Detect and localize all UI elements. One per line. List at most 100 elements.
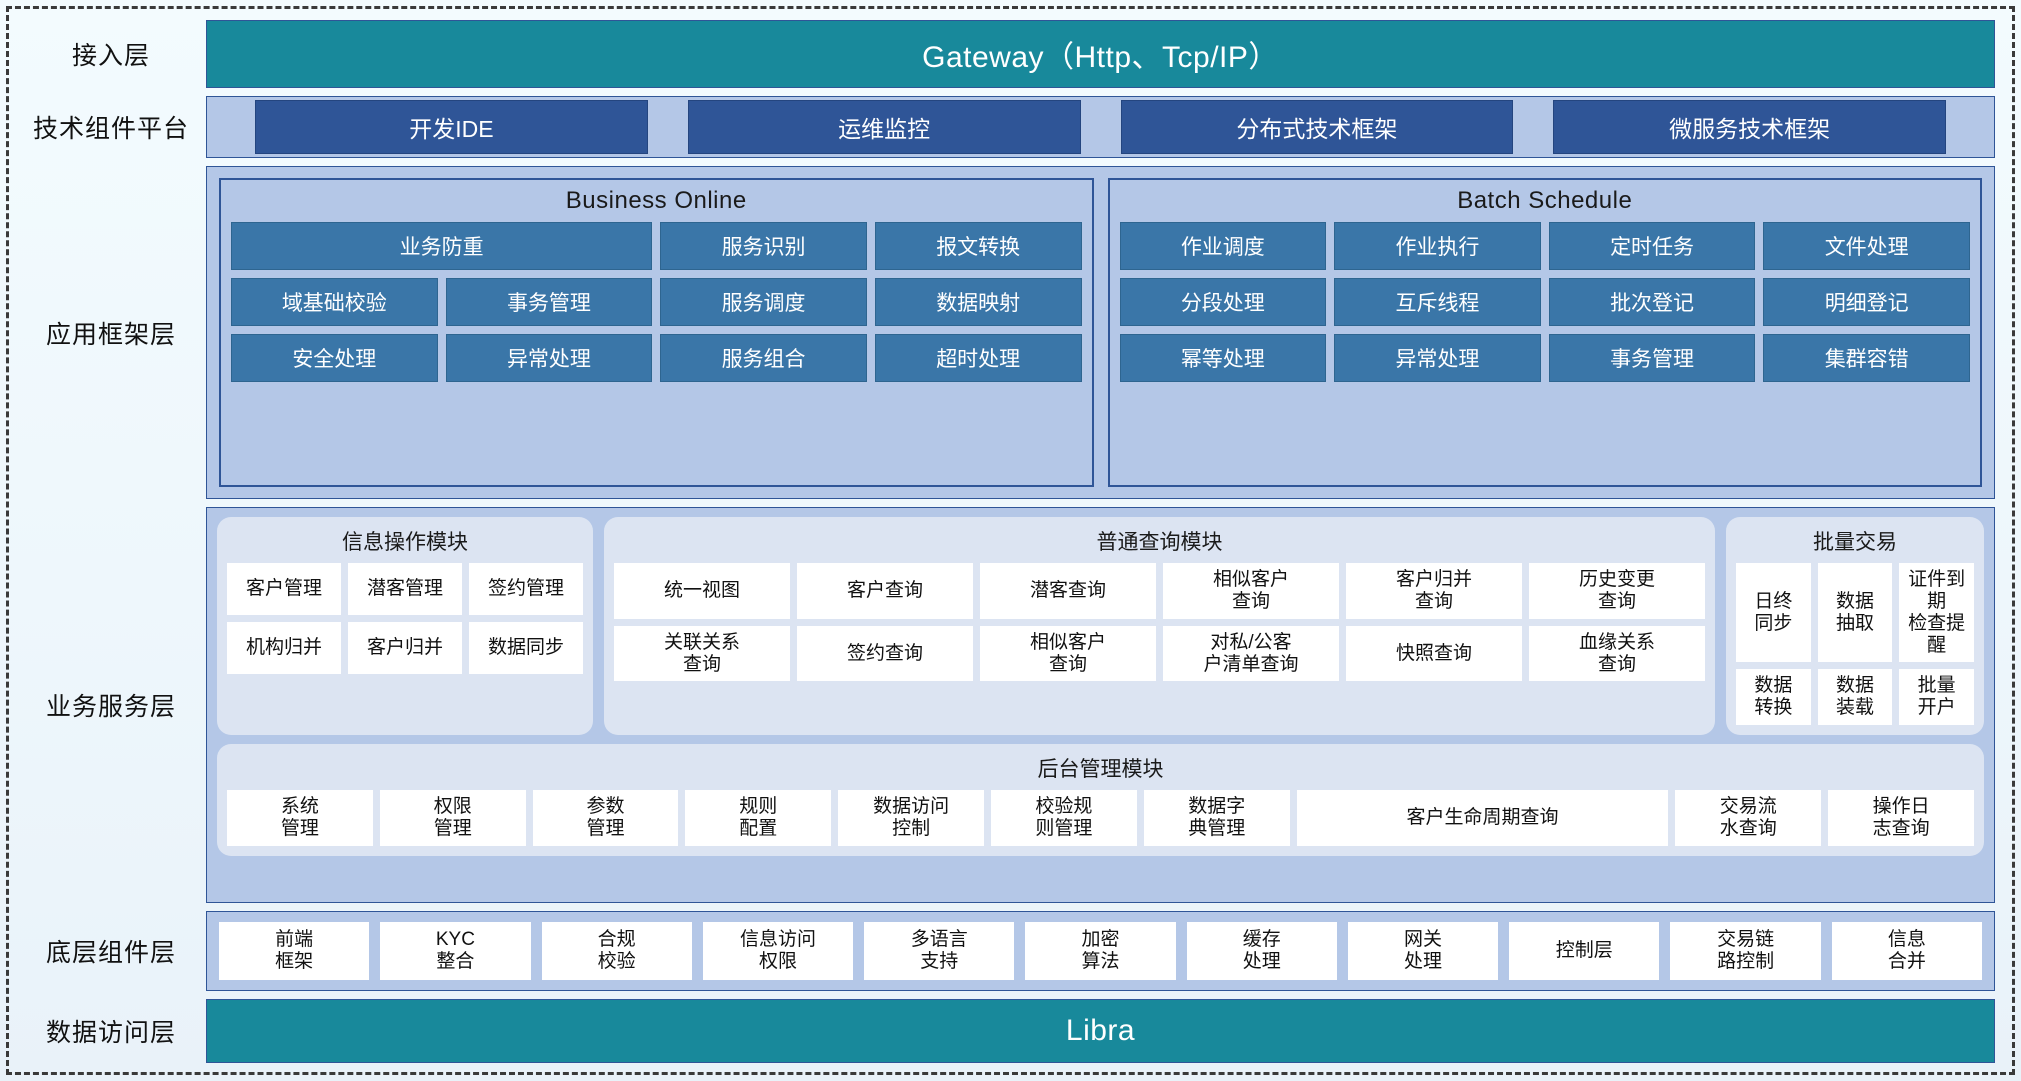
info-tile-1[interactable]: 潜客管理 <box>348 563 462 615</box>
bo-chip-7[interactable]: 安全处理 <box>231 334 438 382</box>
base-tile-6[interactable]: 缓存 处理 <box>1186 922 1337 980</box>
app-group-business-online: Business Online 业务防重 服务识别 报文转换 域基础校验 事务管… <box>219 178 1094 487</box>
info-tile-3[interactable]: 机构归并 <box>227 622 341 674</box>
batch-tile-3[interactable]: 数据 转换 <box>1736 669 1811 726</box>
bs-chip-3[interactable]: 文件处理 <box>1763 222 1970 270</box>
batch-tile-4[interactable]: 数据 装载 <box>1817 669 1893 726</box>
tech-platform-panel: 开发IDE 运维监控 分布式技术框架 微服务技术框架 <box>206 96 1995 158</box>
base-tile-10[interactable]: 信息 合并 <box>1831 922 1982 980</box>
bs-chip-2[interactable]: 定时任务 <box>1548 222 1756 270</box>
bs-chip-7[interactable]: 明细登记 <box>1763 278 1970 326</box>
query-tile-6[interactable]: 关联关系 查询 <box>614 625 790 682</box>
admin-tile-7[interactable]: 客户生命周期查询 <box>1296 790 1669 846</box>
bo-chip-9[interactable]: 服务组合 <box>660 334 867 382</box>
card-info-ops: 信息操作模块 客户管理 潜客管理 签约管理 机构归并 客户归并 数据同步 <box>217 517 593 736</box>
bo-chip-8[interactable]: 异常处理 <box>445 334 653 382</box>
base-tile-0[interactable]: 前端 框架 <box>219 922 370 980</box>
bs-chip-5[interactable]: 互斥线程 <box>1334 278 1541 326</box>
admin-tile-9[interactable]: 操作日 志查询 <box>1828 790 1974 846</box>
base-tile-8[interactable]: 控制层 <box>1509 922 1660 980</box>
tech-chip-microservice-framework[interactable]: 微服务技术框架 <box>1553 100 1946 154</box>
batch-tile-1[interactable]: 数据 抽取 <box>1817 563 1893 663</box>
libra-bar[interactable]: Libra <box>206 999 1995 1063</box>
card-common-query: 普通查询模块 统一视图 客户查询 潜客查询 相似客户 查询 客户归并 查询 历史… <box>604 517 1715 736</box>
bo-chip-0[interactable]: 业务防重 <box>231 222 653 270</box>
base-tile-5[interactable]: 加密 算法 <box>1025 922 1176 980</box>
info-tile-0[interactable]: 客户管理 <box>227 563 341 615</box>
admin-tile-4[interactable]: 数据访问 控制 <box>838 790 984 846</box>
admin-tile-1[interactable]: 权限 管理 <box>379 790 526 846</box>
card-title-common-query: 普通查询模块 <box>1096 531 1223 554</box>
admin-tile-6[interactable]: 数据字 典管理 <box>1143 790 1290 846</box>
query-tile-3[interactable]: 相似客户 查询 <box>1163 563 1339 619</box>
bs-chip-9[interactable]: 异常处理 <box>1334 334 1541 382</box>
batch-tile-2[interactable]: 证件到期 检查提醒 <box>1899 563 1974 663</box>
layer-label-business-service: 业务服务层 <box>45 693 176 721</box>
gateway-bar[interactable]: Gateway（Http、Tcp/IP） <box>206 20 1995 88</box>
admin-tile-0[interactable]: 系统 管理 <box>227 790 373 846</box>
layer-label-base-component: 底层组件层 <box>45 939 176 967</box>
card-title-batch-trade: 批量交易 <box>1813 531 1897 554</box>
app-group-title-batch-schedule: Batch Schedule <box>1457 187 1633 214</box>
bo-chip-1[interactable]: 服务识别 <box>660 222 867 270</box>
tech-chip-ide[interactable]: 开发IDE <box>255 100 648 154</box>
bo-chip-6[interactable]: 数据映射 <box>874 278 1082 326</box>
bo-chip-2[interactable]: 报文转换 <box>874 222 1082 270</box>
query-tile-7[interactable]: 签约查询 <box>797 625 973 682</box>
query-tile-10[interactable]: 快照查询 <box>1346 625 1522 682</box>
batch-trade-grid: 日终 同步 数据 抽取 证件到期 检查提醒 数据 转换 数据 装载 批量 开户 <box>1736 563 1974 726</box>
info-tile-5[interactable]: 数据同步 <box>469 622 583 674</box>
admin-tile-3[interactable]: 规则 配置 <box>685 790 832 846</box>
backend-admin-grid: 系统 管理 权限 管理 参数 管理 规则 配置 数据访问 控制 校验规 则管理 … <box>227 790 1974 846</box>
layer-app-framework: 应用框架层 Business Online 业务防重 服务识别 报文转换 域基础… <box>16 166 1995 499</box>
tech-chip-ops-monitor[interactable]: 运维监控 <box>687 100 1081 154</box>
bs-chip-6[interactable]: 批次登记 <box>1548 278 1756 326</box>
bs-chip-1[interactable]: 作业执行 <box>1334 222 1541 270</box>
bs-chip-4[interactable]: 分段处理 <box>1119 278 1327 326</box>
query-tile-5[interactable]: 历史变更 查询 <box>1529 563 1705 619</box>
layer-label-access: 接入层 <box>71 42 150 70</box>
card-batch-trade: 批量交易 日终 同步 数据 抽取 证件到期 检查提醒 数据 转换 数据 装载 批… <box>1726 517 1984 736</box>
query-tile-0[interactable]: 统一视图 <box>614 563 790 619</box>
layer-label-data-access: 数据访问层 <box>45 1019 176 1047</box>
business-service-panel: 信息操作模块 客户管理 潜客管理 签约管理 机构归并 客户归并 数据同步 <box>206 507 1995 903</box>
batch-tile-5[interactable]: 批量 开户 <box>1899 669 1974 726</box>
base-tile-3[interactable]: 信息访问 权限 <box>702 922 854 980</box>
card-title-info-ops: 信息操作模块 <box>342 531 468 554</box>
layer-body-access: Gateway（Http、Tcp/IP） <box>206 20 1995 88</box>
info-tile-4[interactable]: 客户归并 <box>348 622 462 674</box>
layer-business-service: 业务服务层 信息操作模块 客户管理 潜客管理 签约管理 机构归并 客户归 <box>16 507 1995 903</box>
base-tile-1[interactable]: KYC 整合 <box>380 922 531 980</box>
admin-tile-2[interactable]: 参数 管理 <box>532 790 679 846</box>
base-tile-7[interactable]: 网关 处理 <box>1347 922 1499 980</box>
layer-body-base-component: 前端 框架 KYC 整合 合规 校验 信息访问 权限 多语言 支持 加密 算法 … <box>206 911 1995 991</box>
app-group-title-business-online: Business Online <box>565 187 747 214</box>
bs-chip-11[interactable]: 集群容错 <box>1763 334 1970 382</box>
batch-tile-0[interactable]: 日终 同步 <box>1736 563 1811 663</box>
bo-chip-4[interactable]: 事务管理 <box>445 278 653 326</box>
base-tile-2[interactable]: 合规 校验 <box>541 922 692 980</box>
base-tile-4[interactable]: 多语言 支持 <box>864 922 1015 980</box>
layer-body-tech-platform: 开发IDE 运维监控 分布式技术框架 微服务技术框架 <box>206 96 1995 158</box>
bo-chip-10[interactable]: 超时处理 <box>874 334 1082 382</box>
admin-tile-8[interactable]: 交易流 水查询 <box>1675 790 1822 846</box>
bo-chip-3[interactable]: 域基础校验 <box>231 278 438 326</box>
base-tile-9[interactable]: 交易链 路控制 <box>1670 922 1821 980</box>
query-tile-8[interactable]: 相似客户 查询 <box>980 625 1156 682</box>
layer-data-access: 数据访问层 Libra <box>16 999 1995 1063</box>
bs-chip-0[interactable]: 作业调度 <box>1119 222 1327 270</box>
query-tile-2[interactable]: 潜客查询 <box>980 563 1156 619</box>
info-tile-2[interactable]: 签约管理 <box>469 563 583 615</box>
bo-chip-5[interactable]: 服务调度 <box>660 278 867 326</box>
query-tile-1[interactable]: 客户查询 <box>797 563 973 619</box>
query-tile-9[interactable]: 对私/公客 户清单查询 <box>1163 625 1339 682</box>
bs-chip-10[interactable]: 事务管理 <box>1548 334 1756 382</box>
tech-chip-distributed-framework[interactable]: 分布式技术框架 <box>1120 100 1514 154</box>
layer-body-app-framework: Business Online 业务防重 服务识别 报文转换 域基础校验 事务管… <box>206 166 1995 499</box>
admin-tile-5[interactable]: 校验规 则管理 <box>991 790 1137 846</box>
bs-chip-8[interactable]: 幂等处理 <box>1119 334 1327 382</box>
query-tile-4[interactable]: 客户归并 查询 <box>1346 563 1522 619</box>
query-tile-11[interactable]: 血缘关系 查询 <box>1529 625 1705 682</box>
